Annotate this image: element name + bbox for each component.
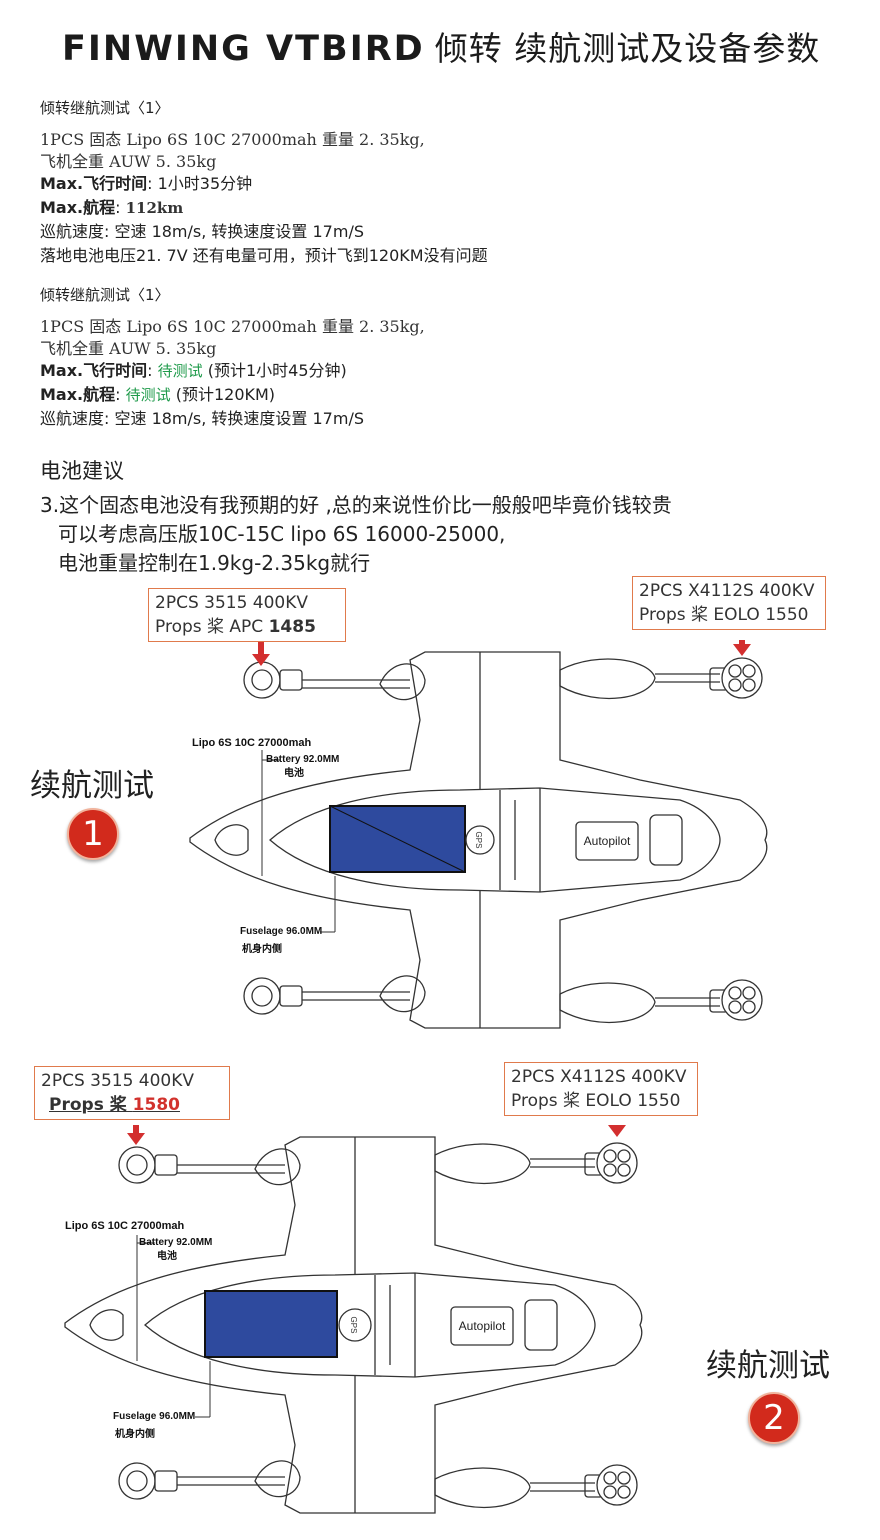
- test1-flight-time-label: Max.飞行时间: [40, 174, 148, 193]
- battery-advice-line1: 3.这个固态电池没有我预期的好 ,总的来说性价比一般般吧毕竟价钱较贵: [40, 493, 672, 517]
- diagram2-rear-motor-box: 2PCS X4112S 400KV Props 桨 EOLO 1550: [504, 1062, 698, 1116]
- diagram1-rear-motor-line1: 2PCS X4112S 400KV: [639, 581, 815, 601]
- diagram2-autopilot-label: Autopilot: [459, 1319, 506, 1333]
- diagram2-front-motor-box: 2PCS 3515 400KV Props 桨 1580: [34, 1066, 230, 1120]
- diagram2-front-motor-line2-prefix: Props 桨: [49, 1095, 133, 1115]
- battery-advice-heading: 电池建议: [40, 459, 124, 483]
- diagram2-front-motor-line1: 2PCS 3515 400KV: [41, 1071, 195, 1091]
- diagram1-battery-cn: 电池: [284, 766, 304, 779]
- test2-flight-time-pending: 待测试: [157, 362, 203, 380]
- diagram2-fuselage-dim: Fuselage 96.0MM: [113, 1411, 195, 1422]
- diagram2-battery-dim: Battery 92.0MM: [139, 1237, 212, 1248]
- diagram1-front-motor-line2: Props 桨 APC 1485: [155, 615, 339, 639]
- title-latin: FINWING VTBIRD: [62, 29, 425, 69]
- diagram2-fuselage-cn: 机身内侧: [115, 1427, 155, 1440]
- test1-heading: 倾转继航测试〈1〉: [40, 99, 170, 117]
- test2-heading: 倾转继航测试〈1〉: [40, 286, 170, 304]
- test1-flight-time-value: 1小时35分钟: [157, 174, 253, 193]
- diagram2-battery-name: Lipo 6S 10C 27000mah: [65, 1220, 185, 1232]
- test2-flight-time-label: Max.飞行时间: [40, 361, 148, 380]
- diagram2-aircraft-drawing: GPS Autopilot Lipo 6S 10C 27000mah Batte…: [64, 1125, 643, 1514]
- battery-advice-line3: 电池重量控制在1.9kg-2.35kg就行: [58, 551, 371, 575]
- diagram1-front-motor-line1: 2PCS 3515 400KV: [155, 593, 309, 613]
- test2-range: Max.航程: 待测试 (预计120KM): [40, 385, 276, 404]
- battery-advice-line2: 可以考虑高压版10C-15C lipo 6S 16000-25000,: [58, 522, 506, 546]
- diagram2-rear-motor-line2: Props 桨 EOLO 1550: [511, 1091, 681, 1111]
- test2-cruise: 巡航速度: 空速 18m/s, 转换速度设置 17m/S: [40, 409, 364, 428]
- test1-range-label: Max.航程: [40, 198, 116, 217]
- test1-line2: 飞机全重 AUW 5. 35kg: [40, 152, 217, 171]
- diagram1-fuselage-dim: Fuselage 96.0MM: [240, 926, 322, 937]
- diagram2-front-motor-line2: Props 桨 1580: [49, 1093, 223, 1117]
- diagram1-aircraft-drawing: GPS Autopilot Lipo 6S 10C 27000mah Batte…: [189, 640, 768, 1029]
- diagram2-badge: 2: [748, 1392, 800, 1444]
- test1-flight-time: Max.飞行时间: 1小时35分钟: [40, 174, 253, 193]
- test2-line1: 1PCS 固态 Lipo 6S 10C 27000mah 重量 2. 35kg,: [40, 317, 425, 336]
- diagram1-rear-motor-line2: Props 桨 EOLO 1550: [639, 605, 809, 625]
- diagram2-front-motor-line2-red: 1580: [132, 1095, 180, 1115]
- diagram1-side-label: 续航测试: [30, 768, 154, 804]
- test1-cruise: 巡航速度: 空速 18m/s, 转换速度设置 17m/S: [40, 222, 364, 241]
- diagram2-side-label: 续航测试: [706, 1348, 830, 1384]
- diagram1-front-motor-line2-prefix: Props 桨 APC: [155, 617, 269, 637]
- test1-landing: 落地电池电压21. 7V 还有电量可用，预计飞到120KM没有问题: [40, 246, 488, 265]
- diagram2-rear-motor-line1: 2PCS X4112S 400KV: [511, 1067, 687, 1087]
- test1-line1: 1PCS 固态 Lipo 6S 10C 27000mah 重量 2. 35kg,: [40, 130, 425, 149]
- diagram1-gps-label: GPS: [474, 832, 483, 849]
- diagram1-battery-dim: Battery 92.0MM: [266, 754, 339, 765]
- diagram1-front-motor-line2-bold: 1485: [268, 617, 316, 637]
- diagram1-rear-motor-box: 2PCS X4112S 400KV Props 桨 EOLO 1550: [632, 576, 826, 630]
- test2-range-est: (预计120KM): [175, 385, 276, 404]
- title-cn: 倾转 续航测试及设备参数: [434, 29, 821, 68]
- diagram1-fuselage-cn: 机身内侧: [242, 942, 282, 955]
- test2-range-label: Max.航程: [40, 385, 116, 404]
- test1-range: Max.航程: 112km: [40, 198, 184, 217]
- diagram1-badge: 1: [67, 808, 119, 860]
- diagram2-battery-cn: 电池: [157, 1249, 177, 1262]
- test2-line2: 飞机全重 AUW 5. 35kg: [40, 339, 217, 358]
- test2-flight-time-est: (预计1小时45分钟): [207, 361, 347, 380]
- test1-range-value: 112km: [125, 199, 184, 217]
- test2-flight-time: Max.飞行时间: 待测试 (预计1小时45分钟): [40, 361, 347, 380]
- diagram2-gps-label: GPS: [349, 1317, 358, 1334]
- diagram1-autopilot-label: Autopilot: [584, 834, 631, 848]
- test2-range-pending: 待测试: [125, 386, 171, 404]
- diagram1-battery-name: Lipo 6S 10C 27000mah: [192, 737, 312, 749]
- diagram1-front-motor-box: 2PCS 3515 400KV Props 桨 APC 1485: [148, 588, 346, 642]
